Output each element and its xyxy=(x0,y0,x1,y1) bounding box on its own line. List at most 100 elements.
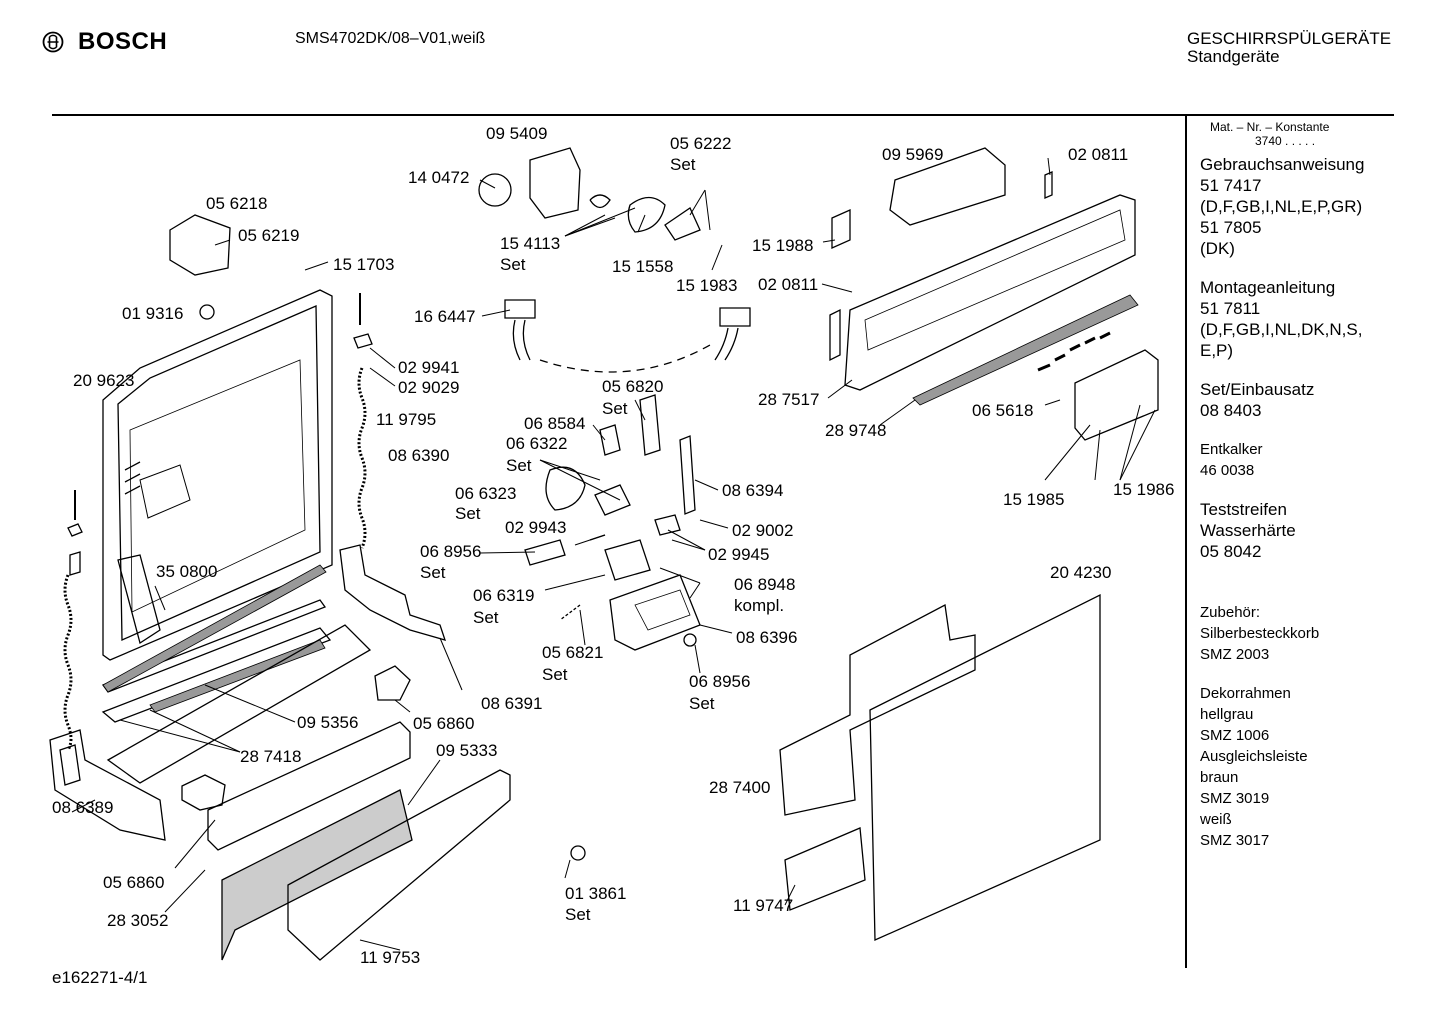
part-number-label: 20 9623 xyxy=(73,371,134,390)
sidebar-line: (D,F,GB,I,NL,E,P,GR) xyxy=(1200,197,1363,216)
part-number-label: 09 5409 xyxy=(486,124,547,143)
mat-value: 3740 . . . . . xyxy=(1255,134,1316,148)
part-number-label: 06 8584 xyxy=(524,414,585,433)
part-number-label: 20 4230 xyxy=(1050,563,1111,582)
part-number-label: 09 5356 xyxy=(297,713,358,732)
sidebar-line: braun xyxy=(1200,769,1239,786)
sidebar-line: 08 8403 xyxy=(1200,401,1262,420)
part-number-label: 28 7400 xyxy=(709,778,770,797)
mat-title: Mat. – Nr. – Konstante xyxy=(1210,120,1330,134)
part-number-label: 02 0811 xyxy=(1068,145,1128,164)
part-number-label: 02 9941 xyxy=(398,358,459,377)
drawing-code: e162271-4/1 xyxy=(52,968,148,987)
part-number-label: kompl. xyxy=(734,596,784,615)
sidebar-section: Set/Einbausatz 08 8403 xyxy=(1200,379,1390,421)
part-number-label: Set xyxy=(670,155,696,174)
bosch-logo-icon xyxy=(42,31,64,53)
sidebar-line: (DK) xyxy=(1200,239,1235,258)
part-number-label: 11 9795 xyxy=(376,410,436,429)
sidebar-line: Teststreifen xyxy=(1200,500,1287,519)
part-number-label: 05 6820 xyxy=(602,377,663,396)
part-number-label: 02 9943 xyxy=(505,518,566,537)
part-number-label: Set xyxy=(689,694,715,713)
sidebar-line: Entkalker xyxy=(1200,441,1263,458)
brand: BOSCH xyxy=(42,28,167,56)
part-number-label: 06 8948 xyxy=(734,575,795,594)
part-number-label: 02 9945 xyxy=(708,545,769,564)
part-number-label: 05 6218 xyxy=(206,194,267,213)
part-number-label: 08 6396 xyxy=(736,628,797,647)
part-number-label: 15 1983 xyxy=(676,276,737,295)
model-number: SMS4702DK/08–V01,weiß xyxy=(295,30,486,47)
part-number-label: 11 9753 xyxy=(360,948,420,967)
sidebar-line: SMZ 3019 xyxy=(1200,790,1270,807)
part-number-label: Set xyxy=(473,608,499,627)
header-divider xyxy=(52,114,1394,116)
sidebar-line: 05 8042 xyxy=(1200,542,1262,561)
sidebar-line: (D,F,GB,I,NL,DK,N,S, xyxy=(1200,320,1363,339)
part-number-label: 02 9002 xyxy=(732,521,793,540)
sidebar-line: E,P) xyxy=(1200,341,1234,360)
part-number-label: Set xyxy=(500,255,526,274)
sidebar-line: Dekorrahmen xyxy=(1200,685,1291,702)
part-number-label: 02 0811 xyxy=(758,275,818,294)
part-number-label: 28 7418 xyxy=(240,747,301,766)
brand-name: BOSCH xyxy=(78,28,168,55)
part-number-label: 01 3861 xyxy=(565,884,626,903)
sidebar-line: 46 0038 xyxy=(1200,462,1255,479)
sidebar-line: 51 7417 xyxy=(1200,176,1262,195)
part-number-label: 28 9748 xyxy=(825,421,886,440)
part-number-label: 02 9029 xyxy=(398,378,459,397)
part-number-label: 08 6391 xyxy=(481,694,542,713)
part-number-label: 09 5969 xyxy=(882,145,943,164)
sidebar-line: SMZ 2003 xyxy=(1200,646,1270,663)
part-number-label: 15 4113 xyxy=(500,234,560,253)
sidebar-line: 51 7805 xyxy=(1200,218,1262,237)
sidebar-divider xyxy=(1185,116,1187,968)
part-number-label: 15 1986 xyxy=(1113,480,1174,499)
part-number-label: 05 6222 xyxy=(670,134,731,153)
part-number-label: 05 6860 xyxy=(413,714,474,733)
part-number-label: 08 6390 xyxy=(388,446,449,465)
part-number-label: Set xyxy=(420,563,446,582)
part-number-label: 15 1985 xyxy=(1003,490,1064,509)
part-number-label: 06 6322 xyxy=(506,434,567,453)
part-number-label: 09 5333 xyxy=(436,741,497,760)
part-number-label: 06 8956 xyxy=(420,542,481,561)
part-number-label: 08 6394 xyxy=(722,481,783,500)
part-number-label: 06 5618 xyxy=(972,401,1033,420)
part-number-label: 05 6821 xyxy=(542,643,603,662)
parts-info-sidebar: Mat. – Nr. – Konstante 3740 . . . . . Ge… xyxy=(1200,120,1390,851)
part-number-label: 15 1558 xyxy=(612,257,673,276)
part-number-label: Set xyxy=(506,456,532,475)
part-number-label: 28 3052 xyxy=(107,911,168,930)
part-number-label: Set xyxy=(602,399,628,418)
category-title: GESCHIRRSPÜLGERÄTE Standgeräte xyxy=(1187,30,1391,66)
sidebar-line: Montageanleitung xyxy=(1200,278,1336,297)
category-name: GESCHIRRSPÜLGERÄTE xyxy=(1187,29,1392,48)
sidebar-line: Silberbesteckkorb xyxy=(1200,625,1320,642)
part-number-label: 06 8956 xyxy=(689,672,750,691)
part-number-label: 06 6323 xyxy=(455,484,516,503)
part-number-label: 15 1703 xyxy=(333,255,394,274)
sidebar-line: Wasserhärte xyxy=(1200,521,1296,540)
sidebar-line: hellgrau xyxy=(1200,706,1254,723)
part-number-label: 05 6219 xyxy=(238,226,299,245)
sidebar-line: Zubehör: xyxy=(1200,604,1261,621)
sidebar-section: Entkalker 46 0038 xyxy=(1200,439,1390,481)
sidebar-line: Set/Einbausatz xyxy=(1200,380,1315,399)
part-number-label: 35 0800 xyxy=(156,562,217,581)
part-number-label: Set xyxy=(455,504,481,523)
part-number-label: 06 6319 xyxy=(473,586,534,605)
sidebar-line: Ausgleichsleiste xyxy=(1200,748,1308,765)
part-number-label: 11 9747 xyxy=(733,896,793,915)
part-number-label: 14 0472 xyxy=(408,168,469,187)
sidebar-line: weiß xyxy=(1200,811,1232,828)
sidebar-line: SMZ 1006 xyxy=(1200,727,1270,744)
part-number-label: 05 6860 xyxy=(103,873,164,892)
